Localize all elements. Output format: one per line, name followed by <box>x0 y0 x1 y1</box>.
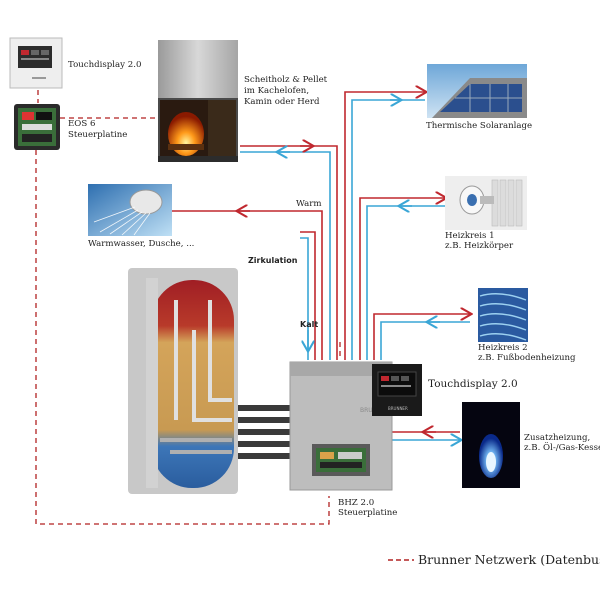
label-eos6: EOS 6 <box>68 119 95 129</box>
connection-hoses <box>238 405 292 459</box>
shower-icon <box>88 184 172 236</box>
fireplace-icon <box>158 40 238 162</box>
label-fireplace-3: Kamin oder Herd <box>244 97 320 107</box>
legend-label: Brunner Netzwerk (Datenbus) <box>418 552 600 567</box>
label-bhz: BHZ 2.0 <box>338 498 374 508</box>
label-heizkreis2: Heizkreis 2 <box>478 343 528 353</box>
radiator-icon <box>445 176 527 230</box>
heizkreis1-warm-pipe <box>359 198 445 360</box>
storage-tank-icon <box>128 268 238 494</box>
solar-warm-pipe <box>344 92 425 360</box>
heizkreis1-cold-pipe <box>366 205 445 360</box>
label-touchdisplay-mid: Touchdisplay 2.0 <box>428 378 518 390</box>
legend: Brunner Netzwerk (Datenbus) <box>388 552 600 567</box>
label-zirkulation: Zirkulation <box>248 256 298 265</box>
solar-roof-icon <box>427 64 527 118</box>
touchdisplay-icon <box>9 37 63 89</box>
touch-brand: BRUNNER <box>388 406 408 411</box>
label-shower: Warmwasser, Dusche, ... <box>88 239 194 249</box>
label-kalt: Kalt <box>300 320 318 329</box>
circuit-board-icon <box>14 104 60 150</box>
label-eos6-sub: Steuerplatine <box>68 130 127 140</box>
gas-flame-icon <box>462 402 520 488</box>
floor-heating-icon <box>478 288 528 342</box>
fireplace-warm-pipe <box>240 145 338 360</box>
cold-water-pipe <box>300 237 309 360</box>
pipe-network <box>172 92 470 440</box>
label-fireplace-1: Scheitholz & Pellet <box>244 75 328 85</box>
label-solar: Thermische Solaranlage <box>426 121 532 131</box>
label-heizkreis2-sub: z.B. Fußbodenheizung <box>478 353 576 363</box>
touchdisplay-icon: BRUNNER <box>372 364 422 416</box>
label-warm: Warm <box>296 199 321 209</box>
label-fireplace-2: im Kachelofen, <box>244 86 309 96</box>
label-zusatz: Zusatzheizung, <box>524 433 590 443</box>
label-zusatz-sub: z.B. Öl-/Gas-Kessel <box>524 441 600 453</box>
warm-water-pipe <box>172 210 323 360</box>
fireplace-cold-pipe <box>240 151 331 360</box>
zirkulation-pipe <box>300 231 316 360</box>
label-touchdisplay-top: Touchdisplay 2.0 <box>68 60 141 70</box>
label-heizkreis1-sub: z.B. Heizkörper <box>445 241 514 251</box>
heizkreis2-cold-pipe <box>380 321 470 360</box>
data-bus-lines <box>35 90 341 525</box>
solar-cold-pipe <box>351 99 425 360</box>
label-heizkreis1: Heizkreis 1 <box>445 231 495 241</box>
label-bhz-sub: Steuerplatine <box>338 508 397 518</box>
heizkreis2-warm-pipe <box>373 314 470 360</box>
